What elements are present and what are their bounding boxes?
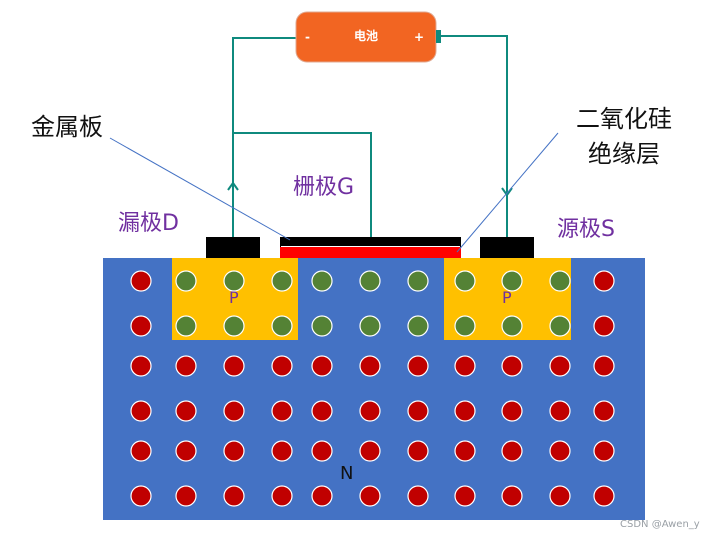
hole-dot — [271, 315, 293, 337]
electron-dot — [593, 400, 615, 422]
gate-oxide-layer — [280, 247, 461, 258]
electron-dot — [549, 485, 571, 507]
electron-dot — [501, 400, 523, 422]
wire-drain-to-gate — [233, 132, 372, 237]
electron-dot — [311, 355, 333, 377]
electron-dot — [311, 485, 333, 507]
electron-dot — [175, 440, 197, 462]
p-region-source-label: P — [502, 288, 512, 307]
watermark: CSDN @Awen_y — [620, 519, 700, 530]
drain-wire-arrow — [227, 181, 239, 191]
metal-plate-pointer — [109, 137, 291, 241]
electron-dot — [359, 400, 381, 422]
electron-dot — [593, 315, 615, 337]
electron-dot — [359, 440, 381, 462]
electron-dot — [223, 400, 245, 422]
electron-dot — [223, 485, 245, 507]
hole-dot — [549, 315, 571, 337]
electron-dot — [130, 440, 152, 462]
electron-dot — [407, 355, 429, 377]
electron-dot — [549, 440, 571, 462]
hole-dot — [223, 270, 245, 292]
metal-plate-label: 金属板 — [31, 113, 103, 141]
electron-dot — [359, 355, 381, 377]
gate-metal-plate — [280, 237, 461, 247]
oxide-label-line2: 绝缘层 — [588, 140, 660, 168]
drain-label: 漏极D — [118, 211, 179, 236]
electron-dot — [454, 355, 476, 377]
hole-dot — [311, 315, 333, 337]
hole-dot — [454, 270, 476, 292]
hole-dot — [407, 315, 429, 337]
hole-dot — [501, 270, 523, 292]
electron-dot — [549, 355, 571, 377]
battery-label: 电池 — [354, 29, 379, 43]
electron-dot — [407, 485, 429, 507]
hole-dot — [271, 270, 293, 292]
electron-dot — [130, 485, 152, 507]
battery-negative-sign: - — [305, 30, 310, 44]
wire-battery-negative-to-drain — [232, 37, 297, 237]
oxide-pointer — [456, 132, 559, 253]
electron-dot — [501, 440, 523, 462]
wire-battery-positive-to-source — [440, 35, 508, 237]
electron-dot — [223, 355, 245, 377]
hole-dot — [175, 270, 197, 292]
electron-dot — [549, 400, 571, 422]
electron-dot — [593, 440, 615, 462]
electron-dot — [271, 400, 293, 422]
electron-dot — [311, 440, 333, 462]
hole-dot — [311, 270, 333, 292]
oxide-label-line1: 二氧化硅 — [576, 105, 672, 133]
electron-dot — [454, 400, 476, 422]
electron-dot — [359, 485, 381, 507]
hole-dot — [175, 315, 197, 337]
battery-positive-sign: + — [414, 30, 425, 44]
source-label: 源极S — [557, 217, 615, 242]
hole-dot — [549, 270, 571, 292]
electron-dot — [223, 440, 245, 462]
electron-dot — [130, 400, 152, 422]
hole-dot — [454, 315, 476, 337]
electron-dot — [593, 485, 615, 507]
hole-dot — [223, 315, 245, 337]
p-region-drain-label: P — [229, 288, 239, 307]
electron-dot — [501, 485, 523, 507]
electron-dot — [130, 270, 152, 292]
electron-dot — [130, 355, 152, 377]
electron-dot — [454, 440, 476, 462]
circuit-wires — [227, 35, 513, 237]
electron-dot — [130, 315, 152, 337]
hole-dot — [359, 315, 381, 337]
source-wire-arrow — [501, 187, 513, 197]
battery-terminal — [436, 30, 441, 43]
hole-dot — [359, 270, 381, 292]
electron-dot — [175, 355, 197, 377]
carrier-dots — [130, 270, 615, 507]
electron-dot — [175, 400, 197, 422]
electron-dot — [271, 485, 293, 507]
electron-dot — [271, 355, 293, 377]
electron-dot — [271, 440, 293, 462]
gate-label: 栅极G — [293, 175, 355, 200]
electron-dot — [593, 355, 615, 377]
n-substrate-label: N — [340, 463, 354, 484]
electron-dot — [407, 440, 429, 462]
hole-dot — [501, 315, 523, 337]
electron-dot — [454, 485, 476, 507]
drain-electrode — [206, 237, 260, 258]
hole-dot — [407, 270, 429, 292]
electron-dot — [501, 355, 523, 377]
electron-dot — [593, 270, 615, 292]
electron-dot — [407, 400, 429, 422]
electron-dot — [311, 400, 333, 422]
source-electrode — [480, 237, 534, 258]
electron-dot — [175, 485, 197, 507]
